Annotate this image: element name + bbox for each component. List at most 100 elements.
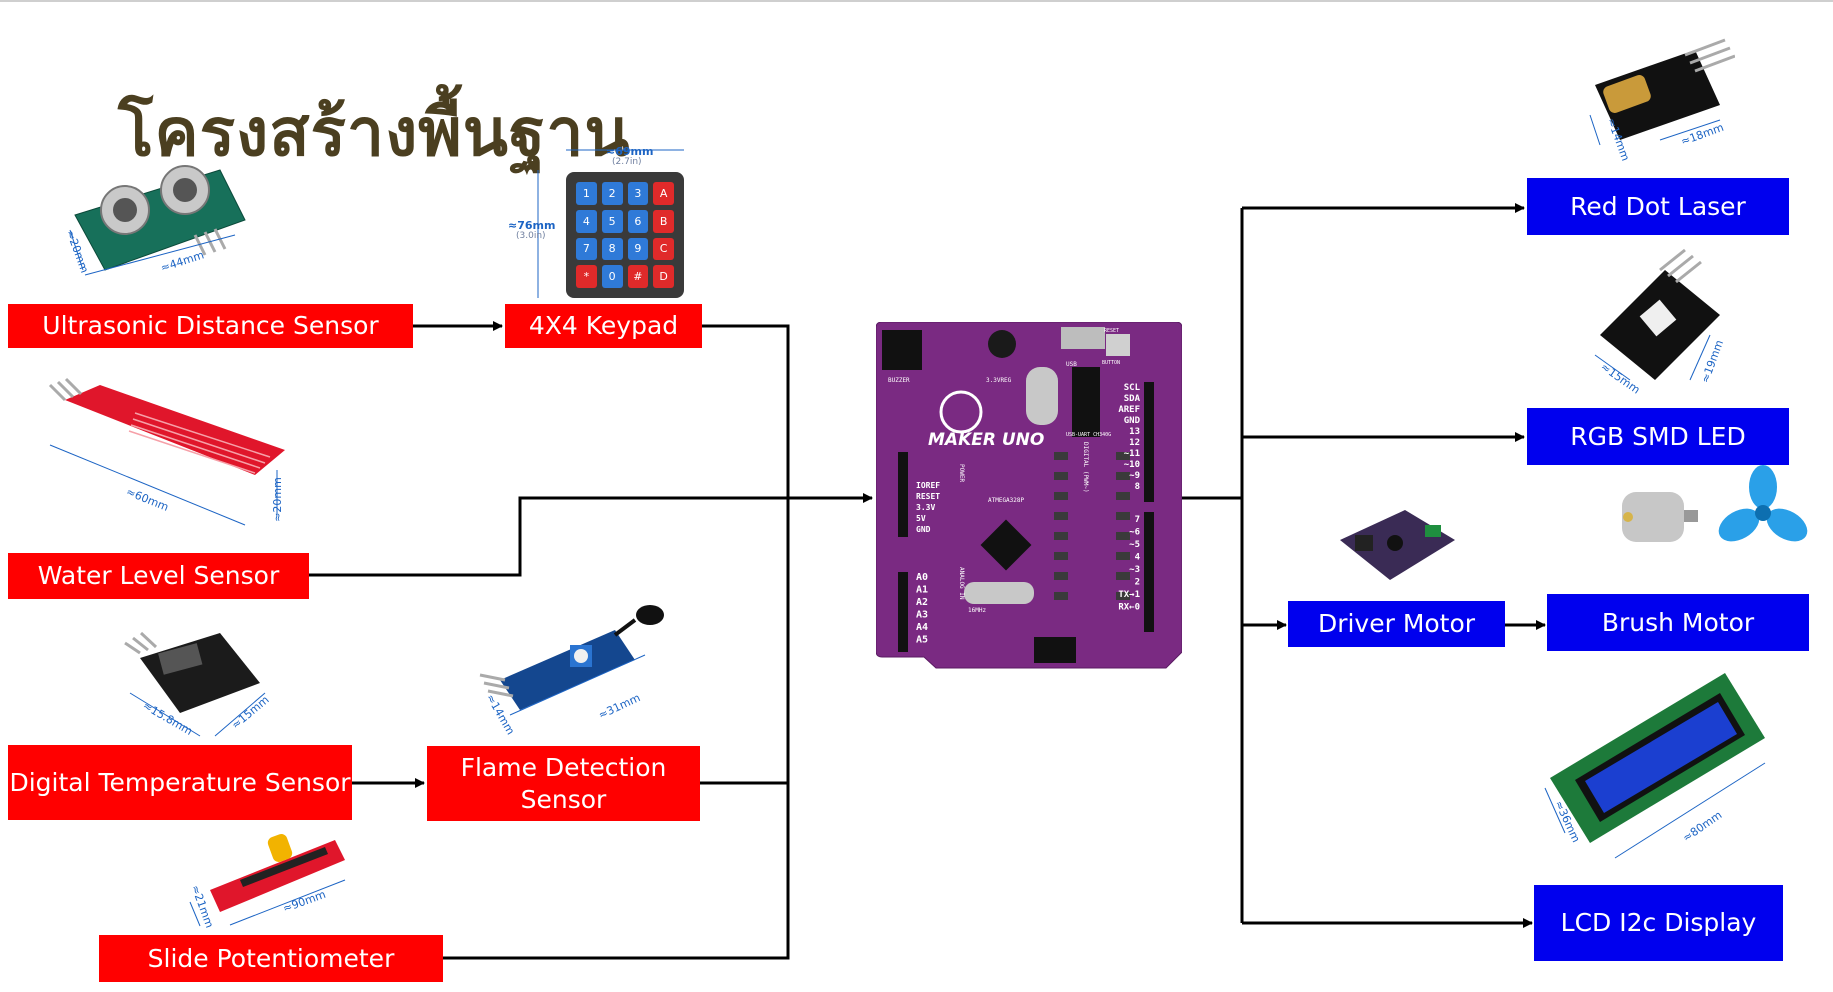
board-pin-label: 8 — [1135, 482, 1140, 492]
board-buzzer-label: BUZZER — [888, 377, 910, 384]
board-reset-label: RESET — [1104, 328, 1119, 334]
board-pin-label: A1 — [916, 585, 928, 596]
keypad-key: 2 — [601, 182, 623, 205]
reset-button — [1106, 334, 1130, 356]
keypad-key: # — [627, 265, 649, 288]
keypad-dimension-lines — [537, 149, 684, 298]
board-pin-label: GND — [1124, 416, 1141, 426]
keypad-key: 9 — [627, 237, 649, 261]
keypad-width-label: ≈69mm — [606, 145, 654, 158]
top-border — [0, 0, 1833, 2]
board-pin-label: IOREF — [916, 481, 940, 490]
ultrasonic-sensor-image — [69, 165, 246, 276]
board-pin-label: 12 — [1129, 438, 1140, 448]
keypad-height-label: ≈76mm — [508, 219, 556, 232]
keypad-key: C — [653, 237, 674, 261]
temperature-sensor-image — [124, 631, 266, 737]
board-pin-label: ~10 — [1124, 460, 1140, 470]
board-usb-label: USB — [1066, 361, 1077, 368]
keypad-key: 3 — [627, 182, 649, 205]
crystal — [1026, 367, 1058, 425]
board-digital-header-label: DIGITAL (PWM~) — [1082, 442, 1089, 493]
board-digital-pins-bottom: 7 ~6 ~5 4 ~3 2TX→1RX←0 — [1118, 515, 1140, 613]
water-level-sensor-box: Water Level Sensor — [8, 553, 309, 599]
board-pin-label: RX←0 — [1118, 603, 1140, 613]
board-button-label: BUTTON — [1102, 360, 1120, 366]
wire-keypad-to-bus — [443, 324, 790, 960]
board-pin-label: AREF — [1118, 405, 1140, 415]
board-pin-label: SDA — [1124, 394, 1141, 404]
rgb-led-module-image — [1594, 248, 1720, 381]
keypad-width-inch-label: (2.7in) — [612, 157, 642, 167]
keypad-key: 8 — [601, 237, 623, 261]
keypad-key: D — [653, 265, 674, 288]
temperature-sensor-box: Digital Temperature Sensor — [8, 745, 352, 820]
board-analog-header-label: ANALOG IN — [958, 567, 965, 600]
keypad-key: 1 — [576, 182, 597, 205]
buzzer — [882, 330, 922, 370]
board-pin-label: ~9 — [1129, 471, 1140, 481]
board-pin-label: A2 — [916, 597, 928, 608]
board-pin-label: ~6 — [1129, 528, 1140, 538]
usb-port — [1061, 327, 1105, 349]
maker-uno-board: MAKER UNO ATMEGA328P USB-UART CH340G USB… — [876, 322, 1182, 669]
lcd-display-box: LCD I2c Display — [1534, 885, 1783, 961]
keypad-key: 0 — [601, 265, 623, 288]
board-pin-label: TX→1 — [1118, 590, 1140, 600]
keypad-height-inch-label: (3.0in) — [516, 231, 546, 241]
brush-motor-box: Brush Motor — [1547, 594, 1809, 651]
keypad-key: 4 — [576, 209, 597, 233]
keypad-box: 4X4 Keypad — [505, 304, 702, 348]
slide-potentiometer-box: Slide Potentiometer — [99, 935, 443, 982]
slide-potentiometer-image — [189, 834, 346, 927]
board-pin-label: A4 — [916, 622, 928, 633]
digital-header-top — [1144, 382, 1154, 502]
board-pin-label: 13 — [1129, 427, 1140, 437]
capacitor — [988, 330, 1016, 358]
board-pin-label: ~11 — [1124, 449, 1140, 459]
atmega-chip — [980, 519, 1032, 571]
page-title: โครงสร้างพื้นฐาน — [118, 94, 631, 171]
board-pin-label: 4 — [1135, 553, 1141, 563]
board-pin-label: GND — [916, 525, 931, 534]
board-pin-label: 7 — [1135, 515, 1140, 525]
board-pin-label: A0 — [916, 572, 928, 583]
rgb-led-box: RGB SMD LED — [1527, 408, 1789, 465]
board-crystal-label: 16MHz — [968, 607, 986, 614]
board-usb-chip-label: USB-UART CH340G — [1066, 432, 1111, 438]
maker-uno-face — [939, 390, 983, 434]
lcd-display-image — [1544, 673, 1766, 859]
board-pin-label: 3.3V — [916, 503, 935, 512]
brush-motor-image — [1622, 492, 1698, 542]
water-level-sensor-image — [48, 377, 285, 526]
board-pin-label: 5V — [916, 514, 926, 523]
keypad-key: * — [576, 265, 597, 288]
board-pin-label: SCL — [1124, 383, 1141, 393]
keypad-key: 6 — [627, 209, 649, 233]
keypad-key: B — [653, 209, 674, 233]
board-pin-label: ~5 — [1129, 540, 1140, 550]
board-pin-label: A5 — [916, 635, 928, 646]
flame-sensor-image — [479, 605, 664, 716]
ultrasonic-sensor-box: Ultrasonic Distance Sensor — [8, 304, 413, 348]
board-pin-label: ~3 — [1129, 565, 1140, 575]
driver-motor-box: Driver Motor — [1288, 601, 1505, 647]
board-pin-label: RESET — [916, 492, 940, 501]
digital-header-bottom — [1144, 512, 1154, 632]
usb-uart-chip — [1072, 367, 1100, 437]
fan-propeller-image — [1718, 465, 1808, 542]
board-voltage-label: 3.3VREG — [986, 377, 1012, 384]
laser-box: Red Dot Laser — [1527, 178, 1789, 235]
board-name: MAKER UNO — [928, 430, 1044, 450]
laser-module-image — [1589, 38, 1735, 146]
board-pin-label: 2 — [1135, 578, 1140, 588]
keypad-key: 5 — [601, 209, 623, 233]
board-pin-label: A3 — [916, 610, 928, 621]
board-power-pins: IOREF RESET 3.3V 5V GND — [916, 481, 940, 534]
power-header — [898, 452, 908, 537]
analog-header — [898, 572, 908, 652]
